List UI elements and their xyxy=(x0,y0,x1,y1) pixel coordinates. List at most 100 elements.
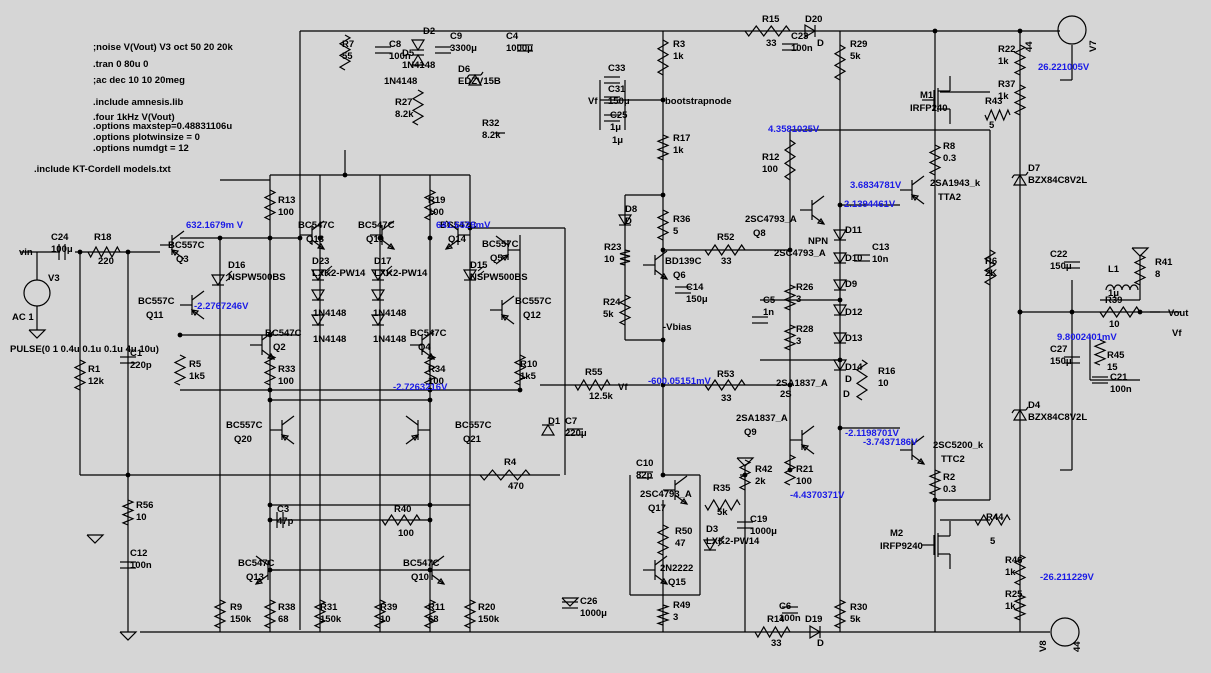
diode-d19-ref: D19 xyxy=(805,614,822,625)
capacitor-c1-value: 220p xyxy=(130,360,152,371)
resistor-r2: R20.3 xyxy=(928,469,956,496)
resistor-r15-value: 33 xyxy=(766,38,777,49)
transistor-q3-model: BC557C xyxy=(168,240,205,251)
inductor-l1 xyxy=(1105,284,1139,291)
wires xyxy=(20,28,1180,633)
diode-d17 xyxy=(370,314,386,327)
voltage-vbias-node: -600.05151mV xyxy=(648,376,712,387)
transistor-q4-model: BC547C xyxy=(410,328,447,339)
resistor-r30-ref: R30 xyxy=(850,602,867,613)
resistor-r13-ref: R13 xyxy=(278,195,295,206)
capacitor-c3-ref: C3 xyxy=(277,504,289,515)
net-vin: vin xyxy=(19,247,33,258)
resistor-r36-value: 5 xyxy=(673,226,679,237)
source-v3-value: AC 1 xyxy=(12,312,34,323)
transistor-q10-ref: Q10 xyxy=(411,572,429,583)
diode-d1: D1 xyxy=(540,416,561,436)
resistor-r14-value: 33 xyxy=(771,638,782,649)
resistor-r31-value: 150k xyxy=(320,614,342,625)
resistor-r42-ref: R42 xyxy=(755,464,772,475)
resistor-r35-value: 5k xyxy=(717,507,728,518)
diode-d23-value: LXK2-PW14 xyxy=(312,268,366,279)
resistor-r7-ref: R7 xyxy=(342,39,354,50)
transistor-tta2-ref: TTA2 xyxy=(938,192,961,203)
resistor-r3-value: 1k xyxy=(673,51,684,62)
resistor-r49-ref: R49 xyxy=(673,600,690,611)
resistor-r8: R80.3 xyxy=(928,141,956,176)
led-arrows-d15 xyxy=(477,265,485,277)
resistor-r19-ref: R19 xyxy=(428,195,445,206)
transistor-q9-ref: Q9 xyxy=(744,427,757,438)
capacitor-c6-value: 100n xyxy=(779,613,801,624)
source-v3-pulse: PULSE(0 1 0.4u 0.1u 0.1u 4u 10u) xyxy=(10,344,159,355)
capacitor-c21-value: 100n xyxy=(1110,384,1132,395)
resistor-r32-value: 8.2k xyxy=(482,130,501,141)
transistor-q9: 2SA1837_AQ9 xyxy=(736,413,815,455)
label-1n4148-d: 1N4148 xyxy=(373,334,406,345)
transistor-q11-model: BC557C xyxy=(138,296,175,307)
components: R755C8100nD2D51N4148R278.2kC93300μD6EDZV… xyxy=(28,14,1173,649)
resistor-r13-value: 100 xyxy=(278,207,294,218)
transistor-q5-model: BC557C xyxy=(482,239,519,250)
supply-v7: V7 44 xyxy=(1024,15,1099,52)
capacitor-c23-value: 100n xyxy=(791,43,813,54)
resistor-r9-value: 150k xyxy=(230,614,252,625)
resistor-r11-value: 68 xyxy=(428,614,439,625)
diode-d6-ref: D6 xyxy=(458,64,470,75)
resistor-r24-ref: R24 xyxy=(603,297,621,308)
resistor-r15-ref: R15 xyxy=(762,14,780,25)
directive-maxstep: .options maxstep=0.48831106u xyxy=(93,121,232,132)
capacitor-c7-ref: C7 xyxy=(565,416,577,427)
diode-d2: D2 xyxy=(410,26,435,52)
resistor-r33-value: 100 xyxy=(278,376,294,387)
resistor-r38-ref: R38 xyxy=(278,602,295,613)
diode-d23 xyxy=(310,289,326,302)
net-labels: vin Vout Vf Vf Vf -Vbias bootstrapnode xyxy=(19,96,1189,393)
capacitor-c26-ref: C26 xyxy=(580,596,597,607)
capacitor-c24-value: 100μ xyxy=(51,244,73,255)
resistor-r36-ref: R36 xyxy=(673,214,690,225)
resistor-r50-value: 47 xyxy=(675,538,686,549)
resistor-r39-ref: R39 xyxy=(380,602,397,613)
directive-four: .four 1kHz V(Vout) xyxy=(93,112,175,123)
diode-d3-ref: D3 xyxy=(706,524,718,535)
capacitor-c19-value: 1000μ xyxy=(750,526,777,537)
mosfet-m1-ref: M1 xyxy=(920,90,934,101)
resistor-r34-ref: R34 xyxy=(428,364,446,375)
resistor-r16-ref: R16 xyxy=(878,366,895,377)
resistor-r28-value: 3 xyxy=(796,336,801,347)
capacitor-c27-ref: C27 xyxy=(1050,344,1067,355)
capacitor-c8-value: 100n xyxy=(389,51,411,62)
resistor-r42-value: 2k xyxy=(755,476,766,487)
